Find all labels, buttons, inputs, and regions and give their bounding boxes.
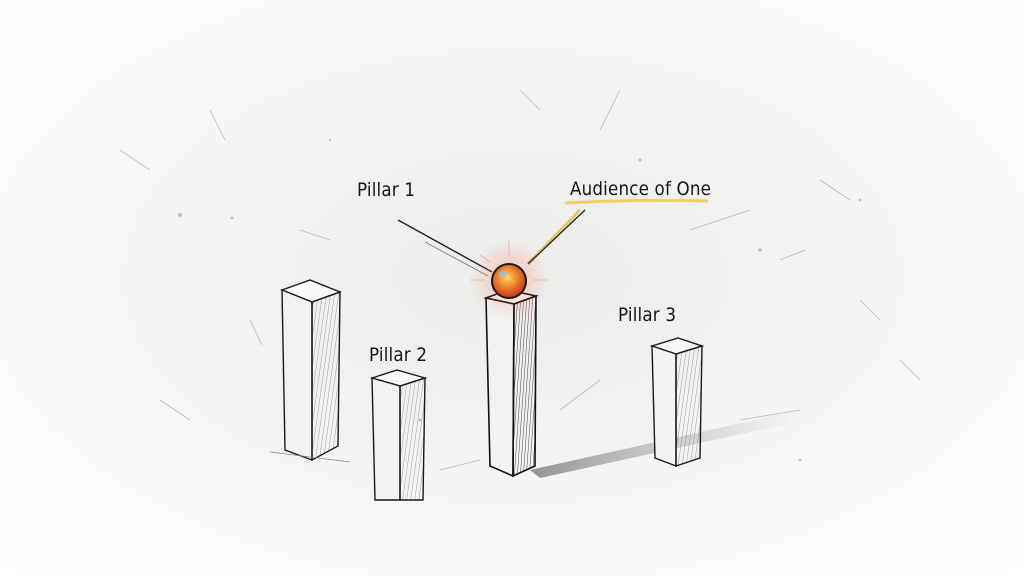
label-pillar-3: Pillar 3 bbox=[618, 304, 677, 326]
pillar-2 bbox=[369, 369, 428, 501]
label-pillar-1: Pillar 1 bbox=[357, 179, 416, 201]
pillar-3 bbox=[649, 337, 705, 468]
focus-label-underline bbox=[564, 198, 709, 205]
orb-rays bbox=[470, 240, 548, 281]
label-audience-of-one: Audience of One bbox=[570, 178, 712, 200]
orb bbox=[491, 263, 527, 299]
pillar-1 bbox=[269, 279, 351, 463]
sketch-debris bbox=[119, 89, 921, 471]
label-pillar-2: Pillar 2 bbox=[369, 344, 428, 366]
